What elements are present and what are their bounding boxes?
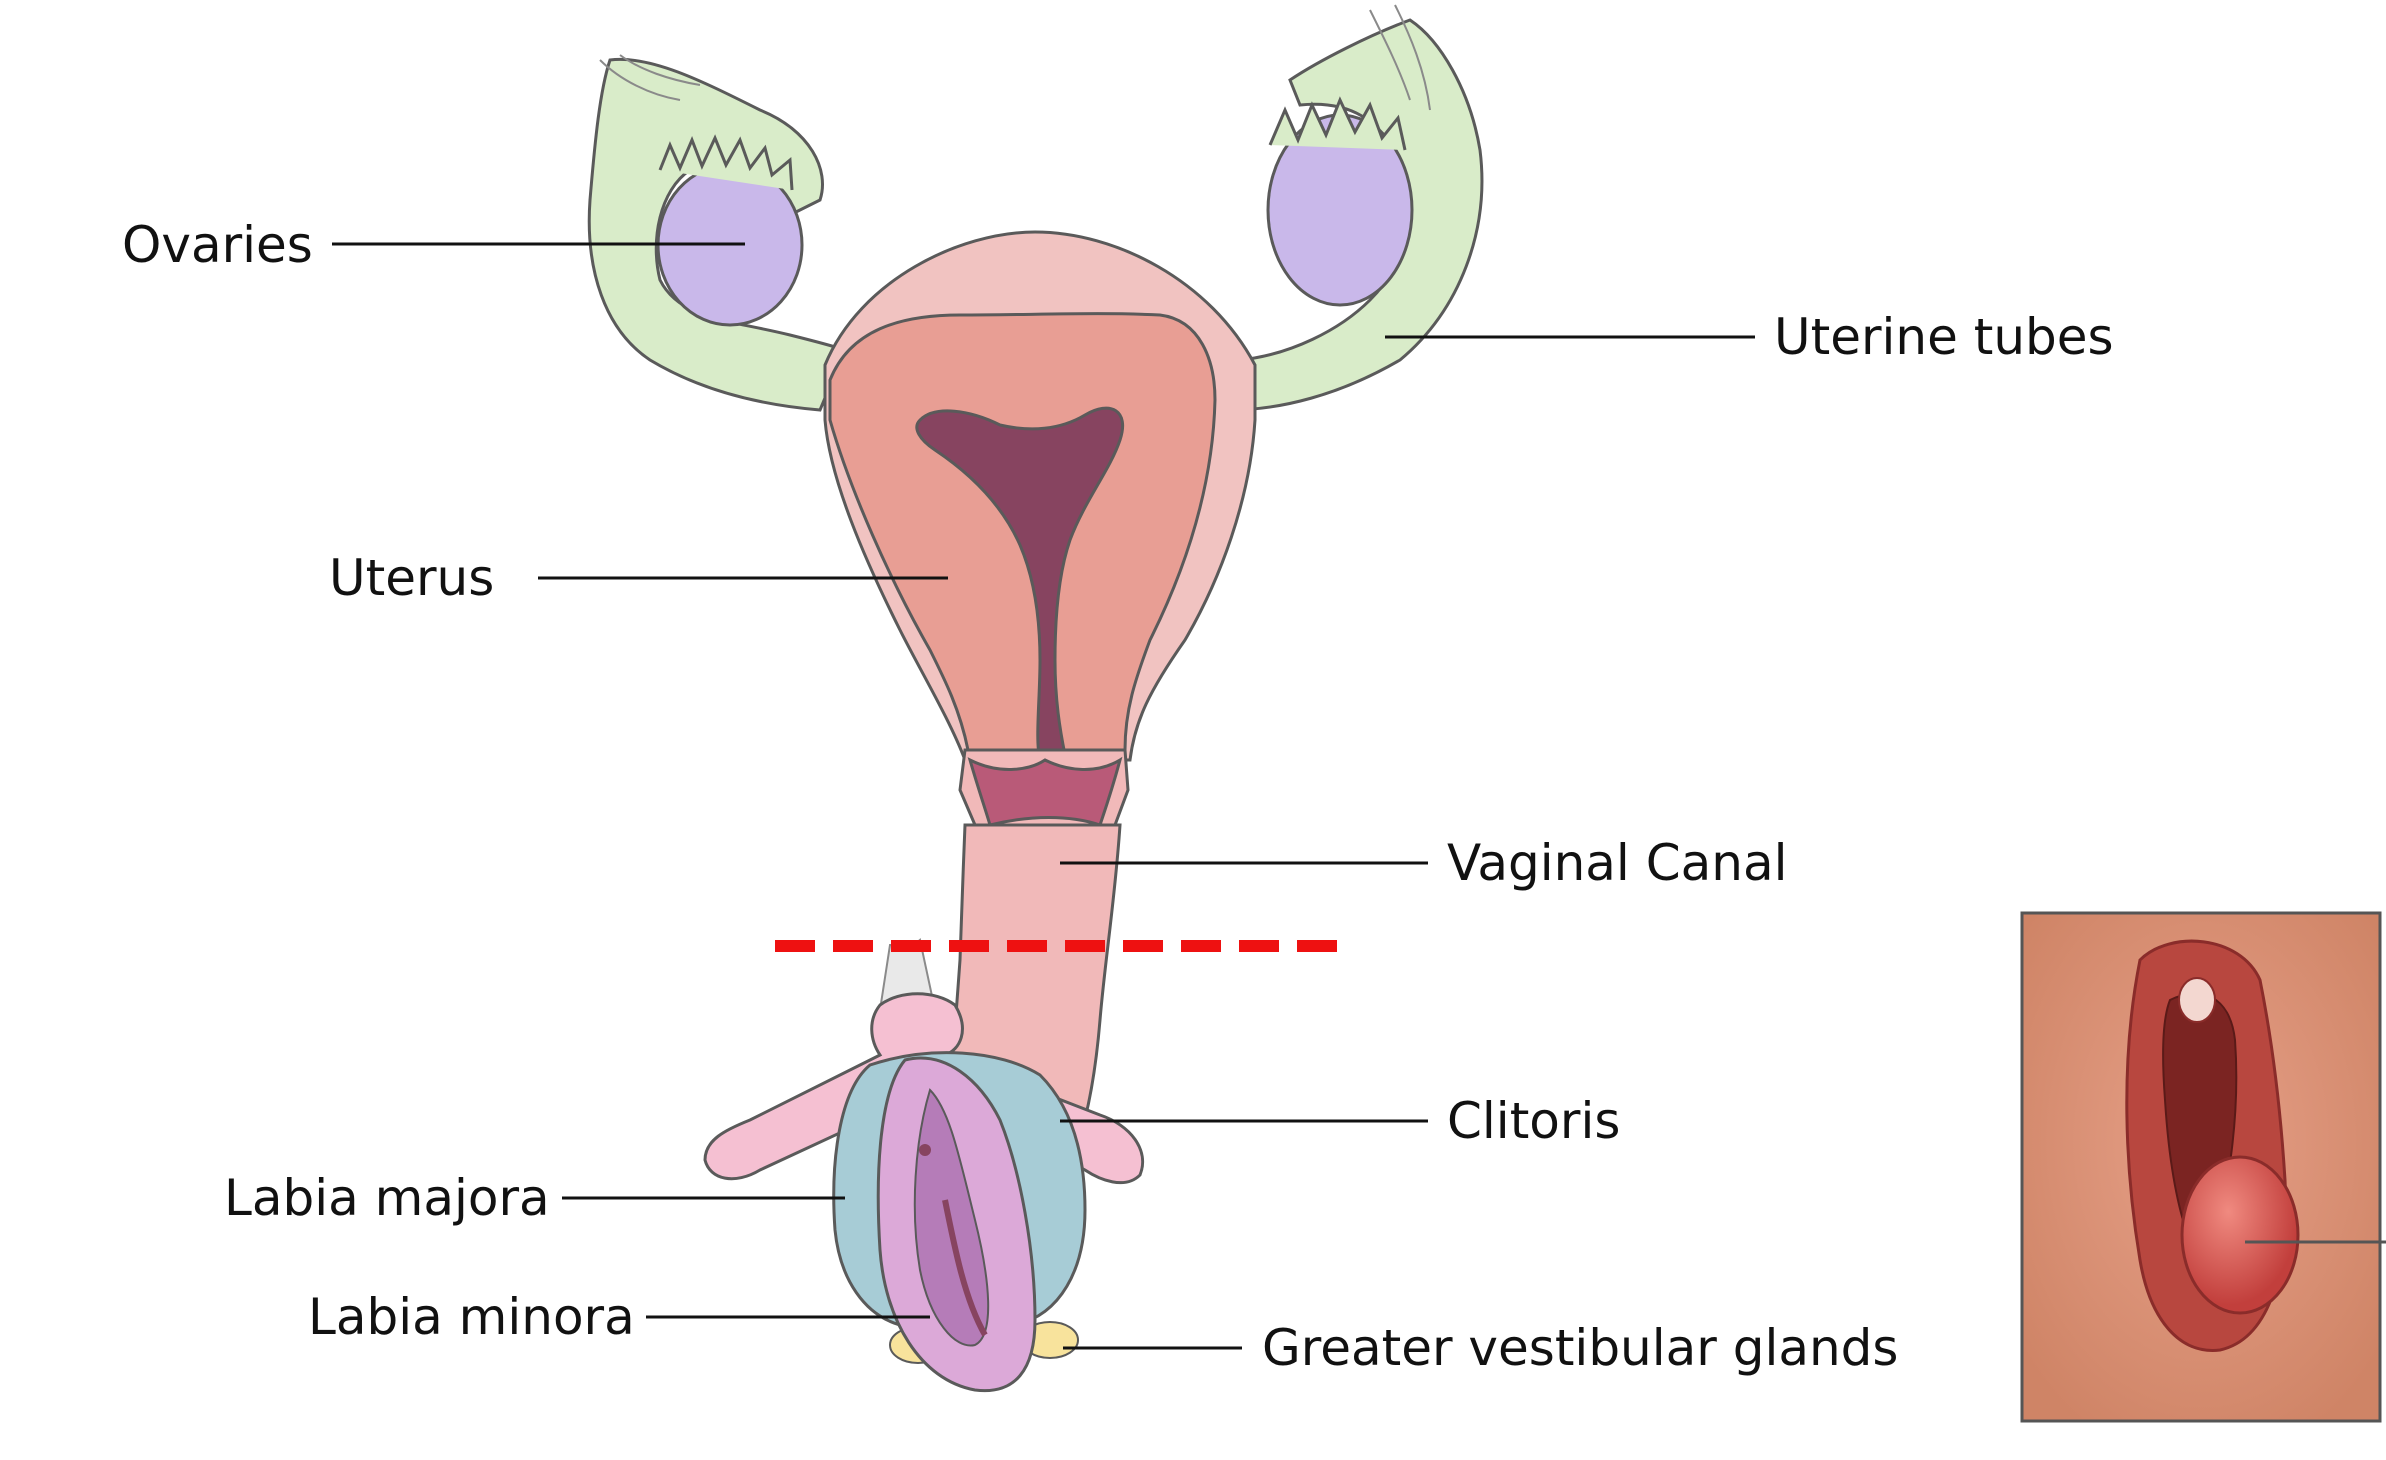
label-uterus: Uterus (329, 549, 494, 607)
label-vaginal-canal: Vaginal Canal (1447, 834, 1787, 892)
right-ovary (1266, 96, 1414, 307)
left-ovary (656, 134, 804, 327)
cervix (958, 748, 1130, 827)
right-uterine-tube (1228, 4, 1484, 412)
label-labia-majora: Labia majora (224, 1169, 550, 1227)
label-clitoris: Clitoris (1447, 1092, 1620, 1150)
inset-vulva-illustration (2020, 911, 2386, 1423)
labia-minora (876, 1056, 1037, 1393)
uterus (823, 230, 1257, 762)
label-labia-minora: Labia minora (308, 1288, 635, 1346)
label-greater-vestibular-glands: Greater vestibular glands (1262, 1319, 1898, 1377)
leader-lines (332, 242, 1755, 1350)
label-uterine-tubes: Uterine tubes (1774, 308, 2114, 366)
label-ovaries: Ovaries (122, 216, 313, 274)
